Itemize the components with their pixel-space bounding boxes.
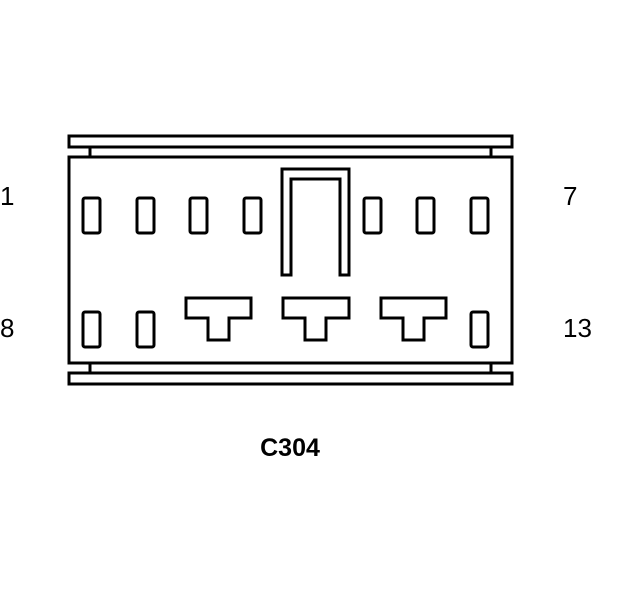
pin-slot-8 [81,310,102,349]
top-rail [67,134,514,149]
t-terminal-left [184,296,253,342]
t-terminal-center [281,296,351,342]
pin-slot-3 [188,196,209,235]
pin-slot-1 [81,196,102,235]
connector-body [67,155,514,365]
pin-slot-13 [469,310,490,349]
pin-label-13: 13 [563,313,592,343]
connector-id-label: C304 [260,434,320,462]
pin-label-7: 7 [563,181,577,211]
bottom-rail [67,371,514,386]
t-terminal-right [379,296,448,342]
pin-slot-6 [415,196,436,235]
pin-slot-4 [242,196,263,235]
pin-label-8: 8 [0,313,14,343]
pin-label-1: 1 [0,181,14,211]
pin-slot-9 [135,310,156,349]
pin-slot-7 [469,196,490,235]
pin-slot-5 [362,196,383,235]
locking-key [280,167,351,277]
pin-slot-2 [135,196,156,235]
